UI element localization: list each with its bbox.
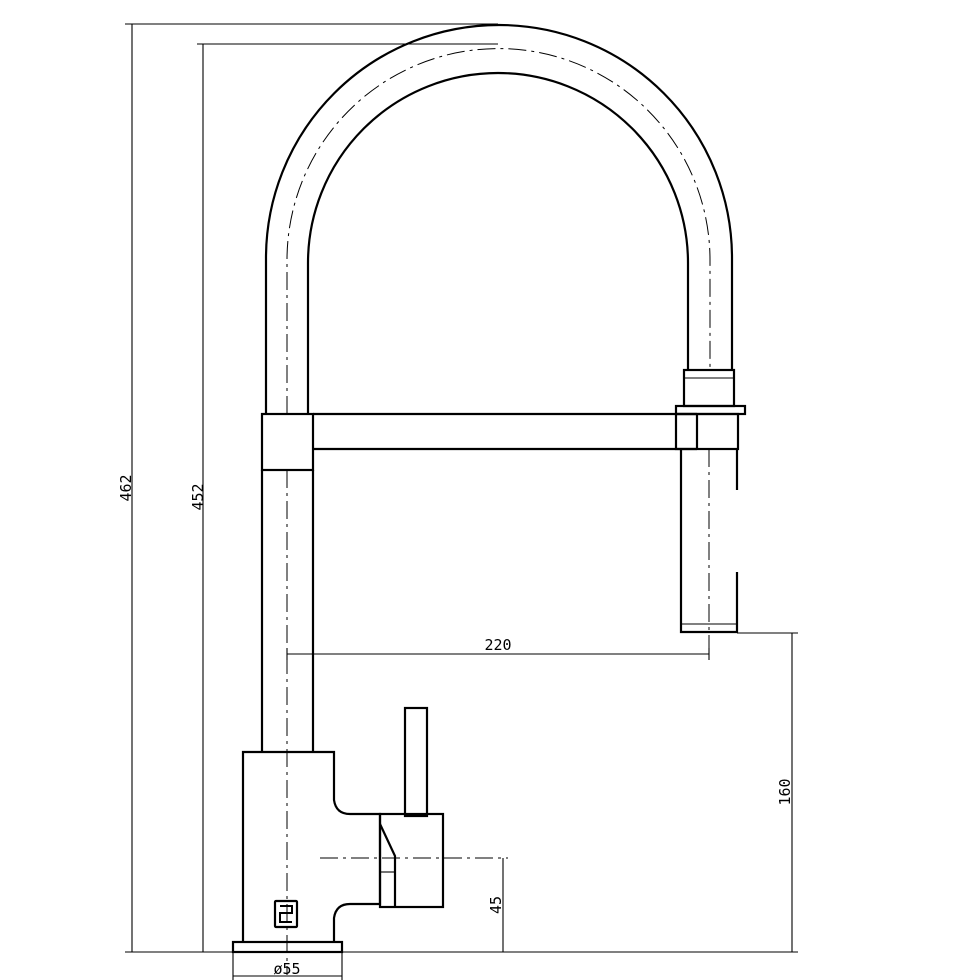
column-tube bbox=[260, 470, 315, 752]
dimension-spout-height bbox=[197, 43, 498, 952]
overall-height-label: 462 bbox=[117, 474, 135, 501]
arched-spout bbox=[264, 23, 734, 414]
spray-holder-ring bbox=[674, 404, 747, 451]
brand-logo-icon bbox=[273, 899, 299, 929]
spout-height-label: 452 bbox=[189, 483, 207, 510]
center-lines bbox=[286, 449, 710, 975]
swivel-collar bbox=[260, 412, 315, 472]
lever-handle bbox=[378, 706, 445, 909]
outlet-height-label: 160 bbox=[776, 778, 794, 805]
spray-head bbox=[679, 449, 739, 634]
dimension-overall-height bbox=[125, 23, 498, 953]
dimension-base-diameter bbox=[232, 952, 343, 980]
spout-reach-label: 220 bbox=[484, 636, 511, 654]
dimension-outlet-height bbox=[342, 632, 798, 953]
spout-connector bbox=[682, 368, 736, 408]
lever-height-label: 45 bbox=[487, 896, 505, 914]
holder-arm bbox=[313, 412, 697, 451]
faucet-body bbox=[241, 750, 382, 942]
dimension-spout-reach bbox=[286, 648, 710, 660]
base-diameter-label: ø55 bbox=[273, 960, 300, 978]
